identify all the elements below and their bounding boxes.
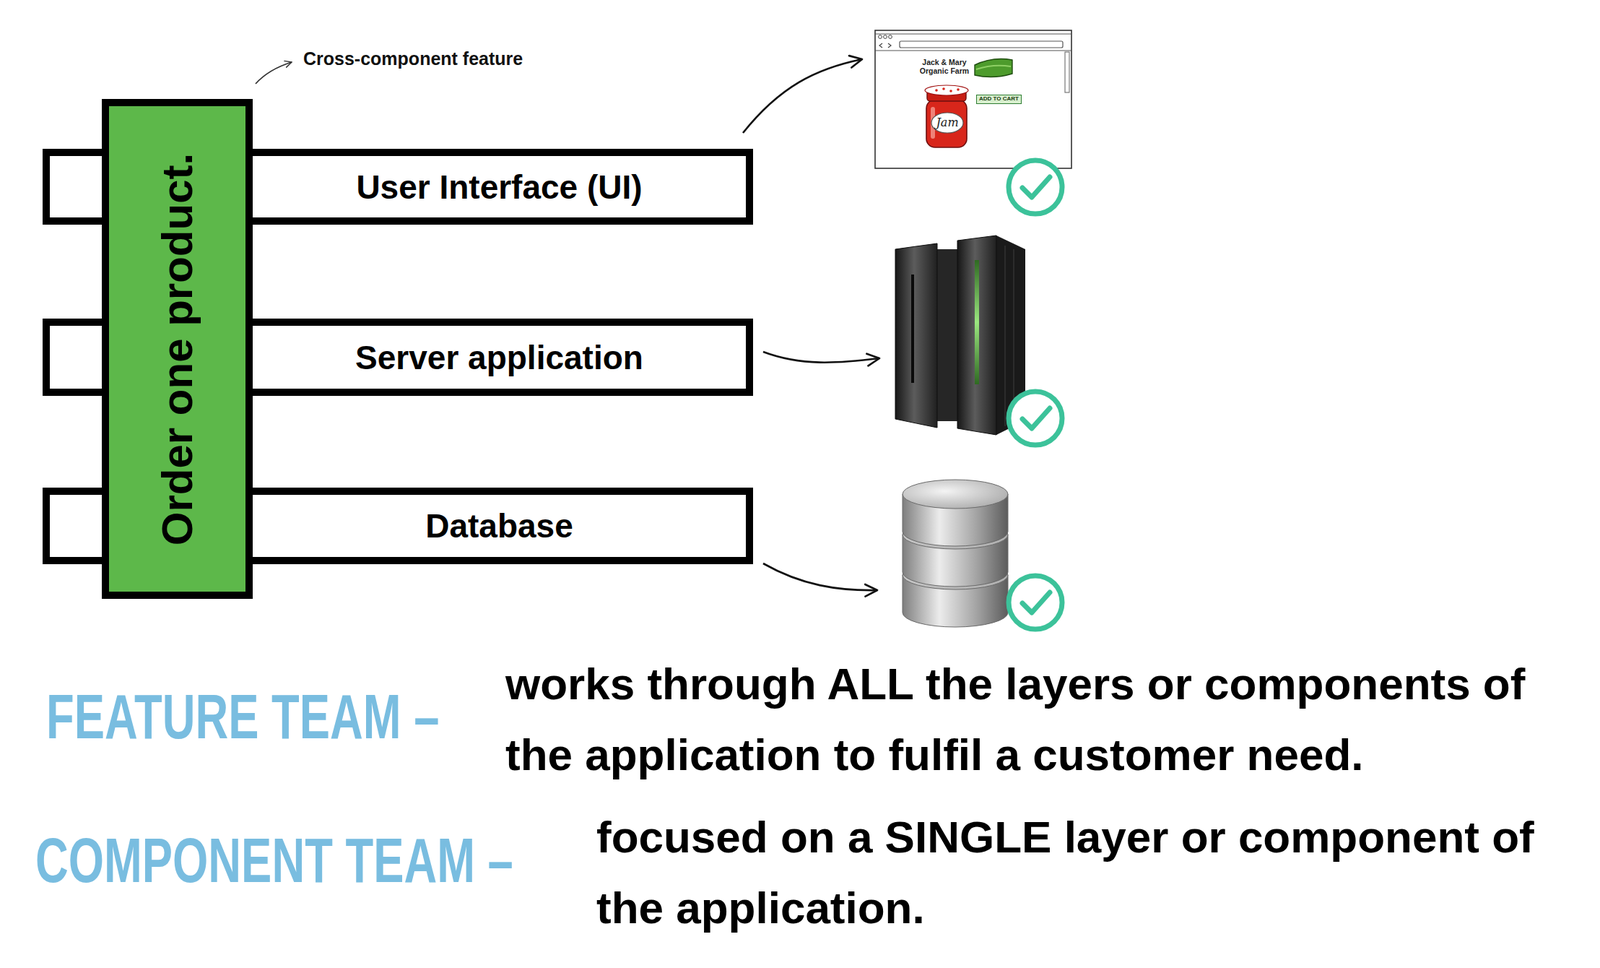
server-light bbox=[974, 259, 980, 385]
check-tick bbox=[1022, 176, 1050, 198]
check-mark bbox=[1008, 160, 1063, 214]
jar-body bbox=[926, 99, 967, 148]
text-slot: Server application bbox=[252, 325, 746, 389]
text-slot: User Interface (UI) bbox=[252, 155, 746, 218]
farm-logo bbox=[974, 59, 1013, 78]
jar-cloth-dot bbox=[956, 88, 960, 91]
server-picture bbox=[895, 235, 1026, 435]
team-heading: COMPONENT TEAM – bbox=[35, 828, 514, 892]
callout-arrow bbox=[255, 62, 292, 84]
layer-name: User Interface (UI) bbox=[355, 167, 642, 207]
jar-label bbox=[931, 112, 964, 133]
scrollbar bbox=[1064, 51, 1070, 93]
server-panel bbox=[957, 235, 997, 435]
check-mark bbox=[1008, 575, 1063, 629]
window-dot bbox=[888, 35, 893, 39]
jar-cloth-dot bbox=[949, 89, 953, 93]
check-tick bbox=[1022, 407, 1050, 429]
disk-top bbox=[902, 479, 1008, 509]
window-dot bbox=[878, 35, 883, 39]
check-tick bbox=[1022, 592, 1050, 613]
server-panel bbox=[895, 243, 938, 428]
jar-text: Jam bbox=[935, 115, 959, 130]
text-slot: Order one product. bbox=[109, 106, 246, 592]
jar-cloth bbox=[924, 85, 969, 96]
pointer-arrow bbox=[763, 351, 880, 363]
feature-bar: Order one product. bbox=[101, 98, 253, 599]
team-definition: works through ALL the layers or componen… bbox=[505, 648, 1546, 790]
browser-mockup bbox=[875, 30, 1072, 169]
cart-button: ADD TO CART bbox=[976, 94, 1022, 104]
browser-line bbox=[875, 33, 1072, 35]
check-ring bbox=[1008, 160, 1063, 214]
farm-logo bbox=[976, 65, 1011, 70]
check-ring bbox=[1008, 391, 1063, 445]
layer-name: Database bbox=[425, 506, 574, 546]
window-dot bbox=[883, 35, 888, 39]
text-slot: Database bbox=[252, 494, 746, 557]
pointer-arrow bbox=[742, 59, 863, 133]
check-ring bbox=[1008, 575, 1063, 629]
shop-name: Jack & Mary Organic Farm bbox=[918, 57, 971, 76]
team-heading: FEATURE TEAM – bbox=[46, 684, 439, 749]
server-slot bbox=[911, 274, 915, 383]
check-mark bbox=[1008, 391, 1063, 445]
layer-name: Server application bbox=[355, 337, 644, 377]
vertical-title: Order one product. bbox=[152, 152, 203, 545]
pointer-arrow bbox=[763, 563, 878, 590]
nav-arrows bbox=[879, 43, 891, 48]
callout-label: Cross-component feature bbox=[303, 47, 523, 70]
team-definition: focused on a SINGLE layer or component o… bbox=[596, 801, 1536, 943]
server-rib bbox=[1004, 245, 1006, 426]
browser-line bbox=[875, 50, 1072, 52]
browser-frame bbox=[875, 30, 1072, 169]
address-bar bbox=[899, 41, 1063, 48]
jar-cloth-dot bbox=[942, 87, 946, 91]
server-rib bbox=[1012, 249, 1015, 423]
database-picture bbox=[902, 479, 1008, 627]
jar-cloth-dot bbox=[935, 88, 938, 92]
